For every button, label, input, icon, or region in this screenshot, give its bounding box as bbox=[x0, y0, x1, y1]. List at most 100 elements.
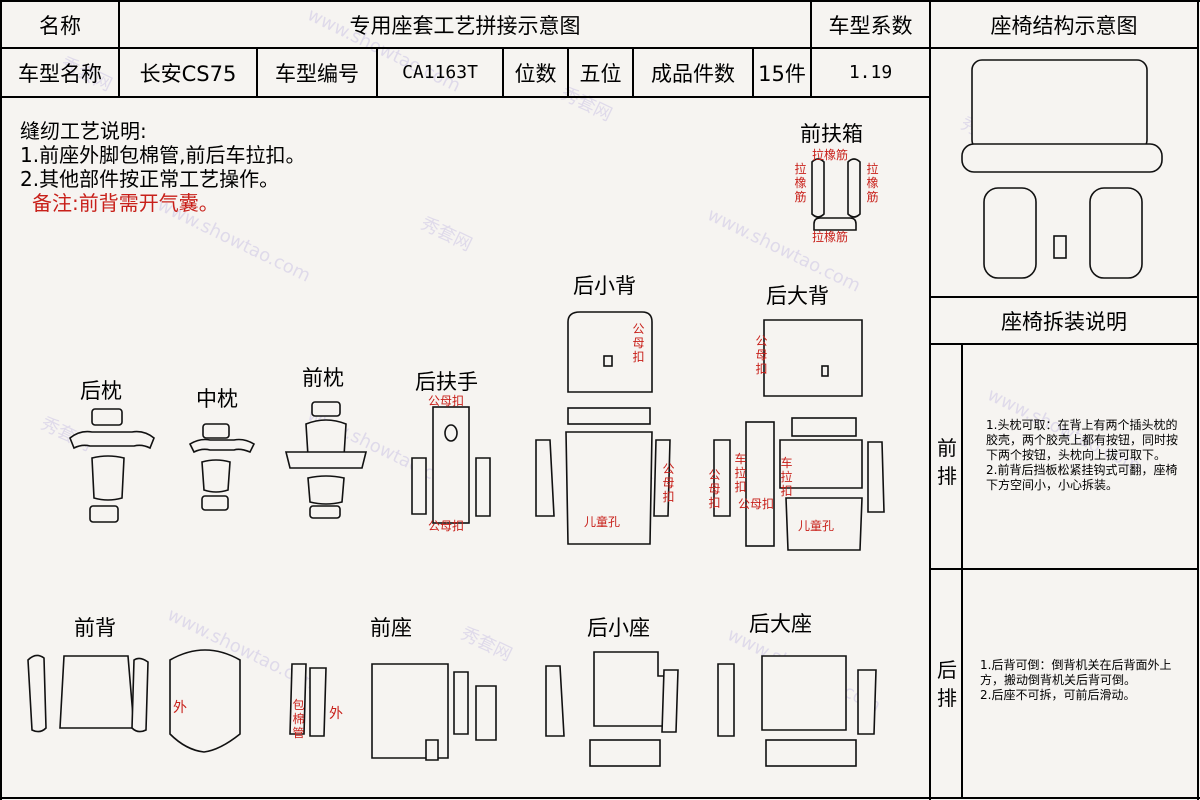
model-code-label: 车型编号 bbox=[275, 61, 359, 86]
h2-div5 bbox=[632, 47, 634, 96]
mid-headrest-top bbox=[202, 423, 230, 439]
child-hole-label-small: 儿童孔 bbox=[584, 515, 621, 529]
h2-div3 bbox=[502, 47, 504, 96]
seat-structure-diagram bbox=[961, 59, 1163, 279]
rear-big-seat-main bbox=[761, 655, 847, 731]
rear-big-back-main bbox=[779, 439, 863, 489]
pieces-value: 15件 bbox=[758, 61, 806, 86]
rear-row-notes: 1.后背可倒：倒背机关在后背面外上方，搬动倒背机关后背可倒。 2.后座不可拆，可… bbox=[980, 658, 1172, 702]
sewing-remark: 备注:前背需开气囊。 bbox=[32, 191, 219, 215]
front-headrest-bottom bbox=[309, 505, 341, 519]
h2-div1 bbox=[256, 47, 258, 96]
car-buckle-label-1: 车拉扣 bbox=[734, 452, 747, 494]
front-row-label: 前排 bbox=[937, 436, 957, 488]
rear-small-seat-right bbox=[661, 669, 679, 733]
front-headrest-body bbox=[307, 475, 345, 505]
model-code-value: CA1163T bbox=[402, 62, 478, 83]
side-line4 bbox=[930, 568, 1198, 570]
structure-label: 座椅结构示意图 bbox=[990, 13, 1138, 38]
border-left bbox=[0, 0, 2, 800]
front-seat-right-a bbox=[453, 671, 469, 735]
h2-div4 bbox=[567, 47, 569, 96]
rear-big-back-side-left bbox=[713, 439, 731, 517]
front-back-rear bbox=[169, 649, 241, 753]
front-right-seat bbox=[1089, 187, 1143, 279]
row2-line bbox=[0, 96, 930, 98]
front-box-piece-right bbox=[847, 158, 861, 218]
rear-headrest-bottom bbox=[89, 505, 119, 523]
sewing-line-1: 1.前座外脚包棉管,前后车拉扣。 bbox=[20, 143, 306, 167]
buckle-label-big-back: 公母扣 bbox=[755, 334, 768, 376]
front-box-piece-bottom bbox=[813, 217, 857, 231]
mid-headrest-bottom bbox=[201, 495, 229, 511]
rear-small-seat-left bbox=[545, 665, 565, 737]
rear-armrest-main bbox=[432, 406, 470, 524]
rear-armrest-hole bbox=[444, 424, 458, 442]
front-seat-small bbox=[425, 739, 439, 761]
buckle-label-big-back-side: 公母扣 bbox=[708, 468, 721, 510]
front-seat-left-a bbox=[289, 663, 307, 735]
border-top bbox=[0, 0, 1200, 2]
sewing-title: 缝纫工艺说明: bbox=[20, 119, 147, 143]
rear-small-seat-main bbox=[593, 651, 671, 727]
seats-label: 位数 bbox=[514, 61, 557, 86]
front-box-title: 前扶箱 bbox=[800, 122, 863, 146]
model-name-value: 长安CS75 bbox=[139, 61, 237, 86]
rear-small-back-title: 后小背 bbox=[573, 274, 636, 298]
border-right bbox=[1197, 0, 1199, 800]
pattern-pieces bbox=[27, 158, 885, 767]
rear-big-back-strip-2 bbox=[791, 417, 857, 437]
rear-small-back-main bbox=[565, 431, 653, 545]
front-headrest-top bbox=[311, 401, 341, 417]
coef-label: 车型系数 bbox=[828, 13, 913, 38]
mid-headrest-main bbox=[188, 438, 256, 454]
rear-armrest-left bbox=[411, 457, 427, 515]
coef-value: 1.19 bbox=[848, 62, 893, 83]
car-buckle-label-2: 车拉扣 bbox=[780, 456, 793, 498]
rear-big-back-side-right bbox=[867, 441, 885, 513]
outer-label-front-seat: 外 bbox=[329, 706, 343, 722]
pieces-label: 成品件数 bbox=[651, 61, 735, 86]
rear-big-seat-left bbox=[717, 663, 735, 737]
page-title: 专用座套工艺拼接示意图 bbox=[349, 13, 581, 38]
rear-big-back-slot bbox=[821, 365, 829, 377]
front-box-piece-left bbox=[811, 158, 825, 218]
rear-big-seat-right bbox=[857, 669, 877, 735]
h1-div1 bbox=[118, 0, 120, 96]
rear-big-back-top bbox=[763, 319, 863, 397]
main-right-line bbox=[929, 0, 931, 800]
model-name-label: 车型名称 bbox=[18, 61, 102, 86]
child-hole-label-big: 儿童孔 bbox=[798, 519, 835, 533]
mid-headrest-body bbox=[201, 459, 231, 493]
front-seat-right-b bbox=[475, 685, 497, 741]
rear-small-back-side-right bbox=[653, 439, 671, 517]
front-back-main bbox=[59, 655, 135, 729]
h2-div6 bbox=[752, 47, 754, 96]
rear-row-label: 后排 bbox=[937, 658, 957, 710]
rear-bench-seat bbox=[961, 143, 1163, 173]
side-line2 bbox=[930, 296, 1198, 298]
outer-label-front-back: 外 bbox=[173, 700, 187, 716]
sewing-line-2: 2.其他部件按正常工艺操作。 bbox=[20, 167, 280, 191]
rear-headrest-main bbox=[69, 430, 155, 450]
front-seat-title: 前座 bbox=[370, 616, 412, 640]
seats-value: 五位 bbox=[579, 61, 622, 86]
rear-big-back-strip-1 bbox=[745, 421, 775, 547]
rear-armrest-title: 后扶手 bbox=[415, 370, 478, 394]
cotton-tube-label: 包棉管 bbox=[292, 698, 305, 740]
front-headrest-title: 前枕 bbox=[302, 366, 344, 390]
front-row-notes: 1.头枕可取：在背上有两个插头枕的胶壳，两个胶壳上都有按钮，同时按下两个按钮，头… bbox=[986, 418, 1179, 492]
front-back-left bbox=[27, 654, 47, 733]
rear-bench-back bbox=[971, 59, 1148, 151]
rear-headrest-top bbox=[91, 408, 123, 426]
rear-armrest-right bbox=[475, 457, 491, 517]
side-row-div bbox=[961, 343, 963, 798]
front-headrest-main bbox=[284, 451, 368, 469]
rear-small-back-top bbox=[567, 311, 653, 393]
side-line1 bbox=[930, 47, 1198, 49]
elastic-label-left: 拉橡筋 bbox=[794, 162, 807, 204]
h2-div2 bbox=[376, 47, 378, 96]
rear-small-back-side-left bbox=[535, 439, 555, 517]
elastic-label-bottom: 拉橡筋 bbox=[812, 230, 849, 244]
rear-headrest-body bbox=[91, 455, 125, 501]
